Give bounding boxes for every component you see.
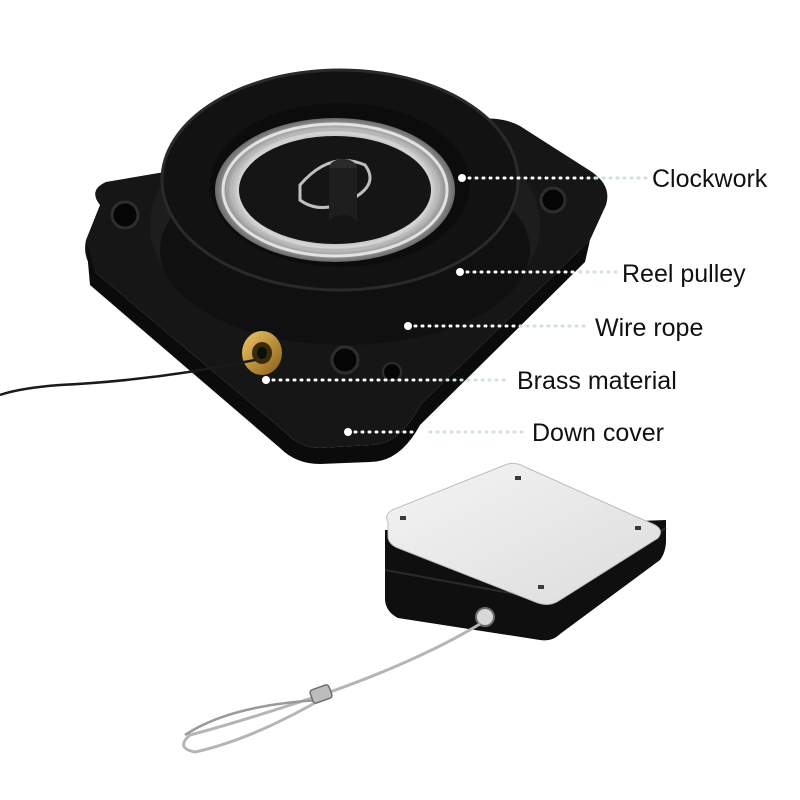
brass-bushing bbox=[242, 331, 282, 375]
label-clockwork: Clockwork bbox=[652, 165, 768, 193]
screw-mark bbox=[538, 585, 544, 589]
screw-mark bbox=[515, 476, 521, 480]
steel-cable-loop bbox=[184, 698, 321, 737]
steel-cable bbox=[182, 622, 481, 754]
mount-hole bbox=[539, 186, 567, 214]
label-wire-rope: Wire rope bbox=[595, 314, 704, 342]
leader-wire-rope bbox=[404, 322, 590, 330]
cable-exit bbox=[475, 607, 495, 627]
screw-mark bbox=[635, 526, 641, 530]
device-top-face bbox=[386, 462, 661, 605]
mount-hole bbox=[382, 362, 402, 382]
mount-hole bbox=[330, 345, 360, 375]
leader-brass-material bbox=[262, 376, 512, 384]
mount-hole bbox=[110, 200, 140, 230]
open-mechanism bbox=[0, 68, 608, 464]
down-cover-edge bbox=[86, 240, 590, 464]
cable-ferrule bbox=[309, 684, 333, 704]
clockwork-spring bbox=[215, 118, 455, 262]
wire-rope-shape bbox=[0, 358, 256, 397]
leader-down-cover bbox=[344, 428, 528, 436]
leader-lines bbox=[262, 174, 648, 436]
closed-device bbox=[182, 462, 667, 754]
screw-mark bbox=[400, 516, 406, 520]
label-brass-material: Brass material bbox=[517, 367, 677, 395]
leader-clockwork bbox=[458, 174, 648, 182]
label-down-cover: Down cover bbox=[532, 419, 664, 447]
leader-reel-pulley bbox=[456, 268, 618, 276]
label-reel-pulley: Reel pulley bbox=[622, 260, 746, 288]
